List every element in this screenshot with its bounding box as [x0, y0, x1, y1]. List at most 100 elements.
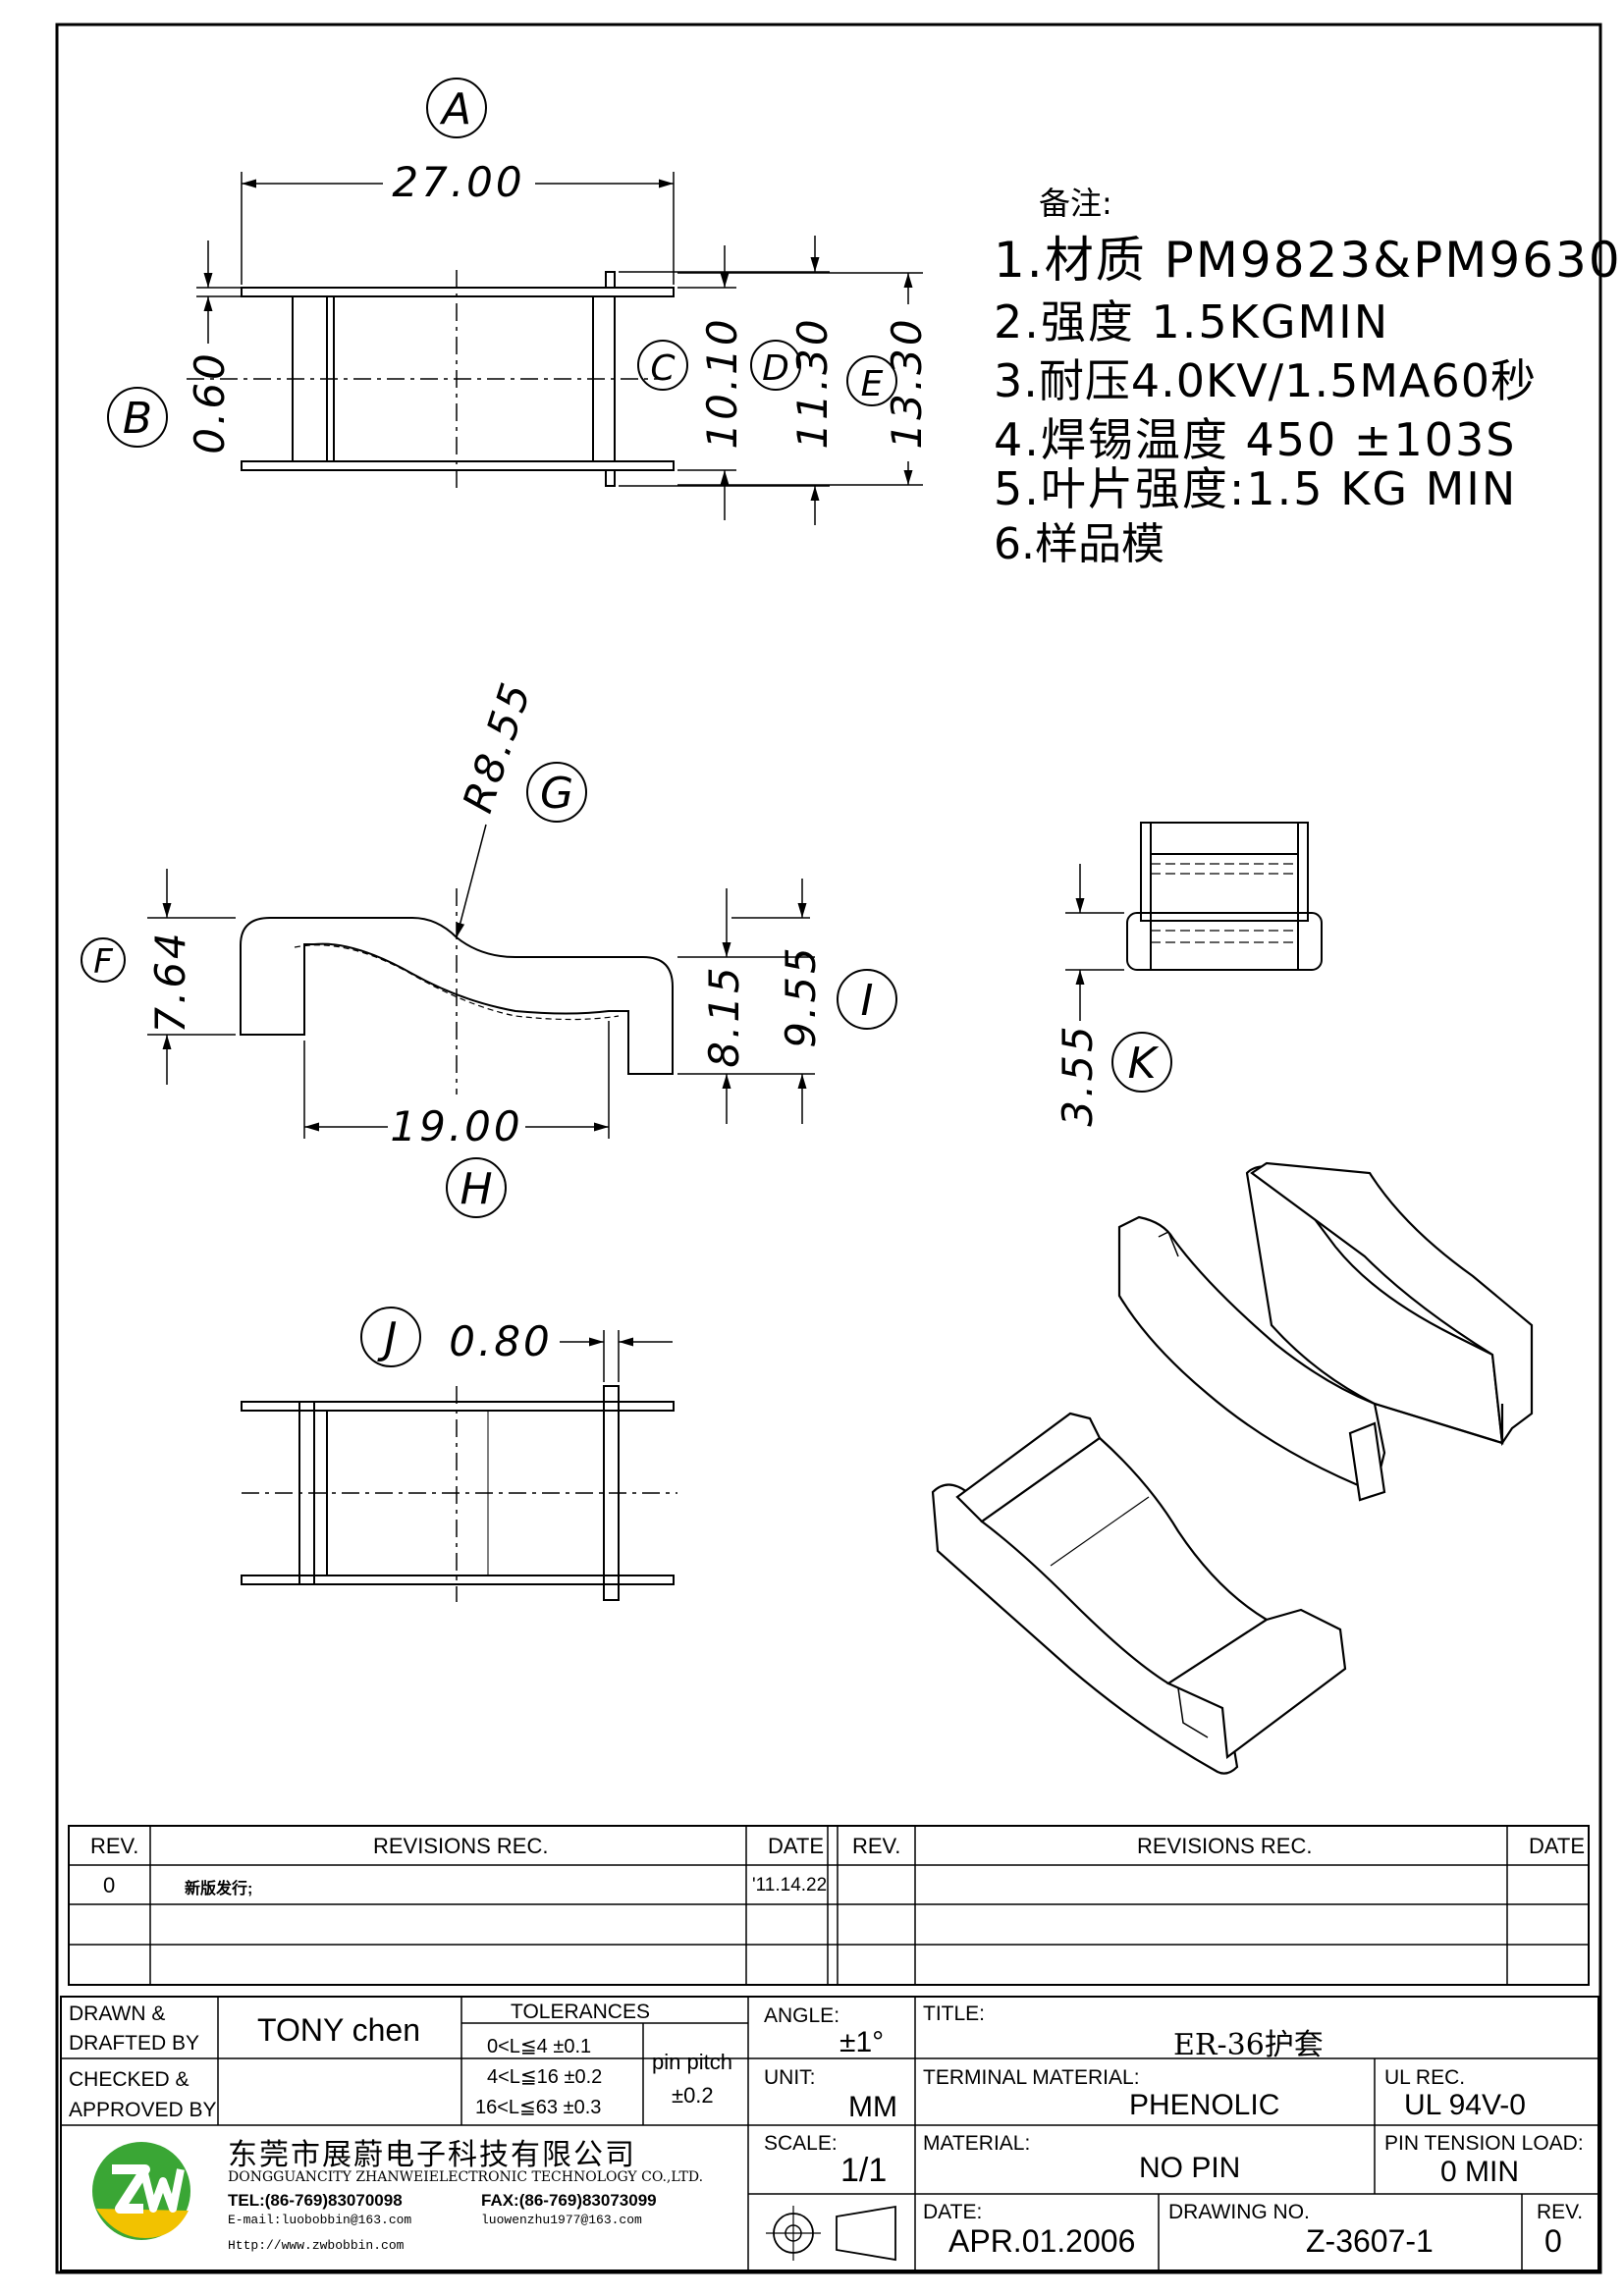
end-view: [1065, 822, 1323, 1093]
balloon-g-label: G: [540, 769, 573, 819]
date-header-left: DATE: [768, 1834, 825, 1858]
dim-h-value: 19.00: [390, 1102, 522, 1150]
tolerances-label: TOLERANCES: [511, 2001, 650, 2023]
drawn-label-2: DRAFTED BY: [69, 2032, 200, 2055]
revision-table-frame: [68, 1825, 1590, 1986]
rev-header-left: REV.: [90, 1834, 139, 1858]
unit-label: UNIT:: [764, 2066, 816, 2089]
pin-pitch-value: ±0.2: [672, 2083, 714, 2108]
pin-tension-label: PIN TENSION LOAD:: [1384, 2132, 1584, 2155]
title-block-frame: [60, 1996, 1599, 2271]
company-email: E-mail:luobobbin@163.com: [228, 2213, 412, 2227]
company-fax: FAX:(86-769)83073099: [481, 2191, 657, 2210]
rev-label: REV.: [1537, 2201, 1584, 2223]
company-name-cn: 东莞市展蔚电子科技有限公司: [228, 2138, 636, 2172]
bottom-view: [241, 1307, 677, 1602]
title-value: ER-36护套: [1173, 2028, 1324, 2062]
drawing-no-label: DRAWING NO.: [1168, 2201, 1310, 2223]
dim-j-value: 0.80: [449, 1317, 553, 1365]
notes-heading: 备注:: [1039, 185, 1112, 222]
dim-d-value: 11.30: [788, 316, 837, 449]
dim-k-value: 3.55: [1054, 1023, 1102, 1127]
checked-label-2: APPROVED BY: [69, 2099, 217, 2121]
balloon-b-label: B: [123, 394, 152, 444]
balloon-d-label: D: [762, 348, 789, 389]
pin-pitch-label: pin pitch: [652, 2050, 732, 2074]
balloon-c: [637, 340, 688, 391]
revisions-header-left: REVISIONS REC.: [373, 1834, 549, 1858]
balloon-g: [526, 762, 587, 823]
drawn-label-1: DRAWN &: [69, 2002, 166, 2025]
revision-row-date: '11.14.22: [752, 1875, 828, 1896]
rev-value: 0: [1544, 2223, 1562, 2259]
balloon-j-label: J: [377, 1313, 398, 1363]
checked-label-1: CHECKED &: [69, 2068, 189, 2091]
sheet-border: [55, 23, 1602, 2274]
balloon-f: [81, 937, 126, 983]
tolerance-row-2: 4<L≦16 ±0.2: [487, 2066, 603, 2088]
balloon-e: [846, 355, 897, 406]
balloon-k: [1111, 1032, 1172, 1093]
rev-header-right: REV.: [852, 1834, 901, 1858]
company-website: Http://www.zwbobbin.com: [228, 2238, 405, 2253]
revisions-header-right: REVISIONS REC.: [1137, 1834, 1313, 1858]
balloon-c-label: C: [650, 348, 676, 389]
date-label: DATE:: [923, 2201, 983, 2223]
balloon-d: [750, 340, 801, 391]
balloon-h: [446, 1157, 507, 1218]
tolerance-row-1: 0<L≦4 ±0.1: [487, 2036, 592, 2057]
balloon-b: [107, 387, 168, 448]
company-email-2: luowenzhu1977@163.com: [481, 2213, 642, 2227]
ul-label: UL REC.: [1384, 2066, 1466, 2089]
tolerance-row-3: 16<L≦63 ±0.3: [475, 2097, 602, 2118]
top-flange: [241, 287, 675, 297]
material-value: NO PIN: [1139, 2152, 1241, 2184]
dim-f-value: 7.64: [146, 930, 194, 1034]
revision-row-desc: 新版发行;: [185, 1881, 253, 1897]
date-value: APR.01.2006: [948, 2223, 1136, 2259]
note-item-3: 3.耐压4.0KV/1.5MA60秒: [994, 354, 1538, 407]
date-header-right: DATE: [1529, 1834, 1586, 1858]
balloon-f-label: F: [93, 942, 113, 982]
note-item-1: 1.材质 PM9823&PM9630: [994, 232, 1622, 289]
top-view: [107, 78, 923, 525]
terminal-material-value: PHENOLIC: [1129, 2089, 1280, 2121]
company-tel: TEL:(86-769)83070098: [228, 2191, 403, 2210]
balloon-a: [426, 78, 487, 138]
balloon-a-label: A: [439, 84, 471, 134]
logo-swoosh-yellow: [96, 2209, 189, 2238]
drawn-by-value: TONY chen: [257, 2012, 421, 2048]
unit-value: MM: [848, 2091, 897, 2123]
dim-e-value: 13.30: [883, 316, 931, 449]
angle-value: ±1°: [839, 2026, 885, 2058]
balloon-k-label: K: [1128, 1039, 1160, 1089]
title-label: TITLE:: [923, 2002, 986, 2025]
drawing-no-value: Z-3607-1: [1306, 2223, 1434, 2259]
dim-b-value: 0.60: [186, 350, 234, 454]
isometric-view-upper: [1117, 1161, 1534, 1502]
revision-row-rev: 0: [103, 1873, 116, 1897]
note-item-2: 2.强度 1.5KGMIN: [994, 295, 1390, 348]
ul-value: UL 94V-0: [1404, 2089, 1526, 2121]
balloon-h-label: H: [460, 1164, 492, 1214]
angle-label: ANGLE:: [764, 2004, 840, 2027]
note-item-6: 6.样品模: [994, 519, 1164, 569]
balloon-j: [360, 1307, 421, 1367]
dim-a-value: 27.00: [392, 158, 524, 206]
balloon-i: [837, 969, 897, 1030]
balloon-e-label: E: [861, 364, 884, 404]
scale-label: SCALE:: [764, 2132, 838, 2155]
side-view: [81, 762, 897, 1218]
note-item-5: 5.叶片强度:1.5 KG MIN: [994, 462, 1518, 515]
balloon-i-label: I: [861, 976, 874, 1026]
terminal-material-label: TERMINAL MATERIAL:: [923, 2066, 1140, 2089]
isometric-view-lower: [931, 1412, 1347, 1775]
note-item-4: 4.焊锡温度 450 ±103S: [994, 413, 1517, 466]
company-logo: [92, 2142, 190, 2240]
dim-i-value: 9.55: [777, 944, 825, 1048]
pin-tension-value: 0 MIN: [1440, 2156, 1520, 2188]
material-label: MATERIAL:: [923, 2132, 1031, 2155]
dim-i2-value: 8.15: [700, 964, 748, 1068]
bottom-flange: [241, 460, 675, 471]
